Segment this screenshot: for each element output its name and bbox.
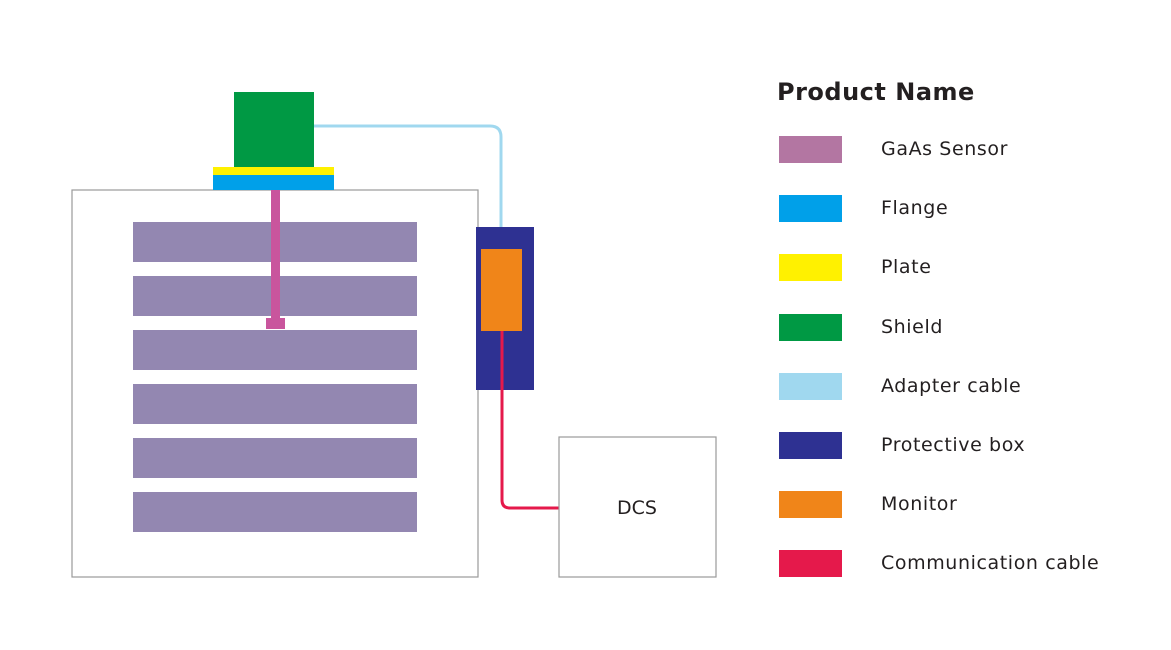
dcs-label: DCS (617, 497, 657, 519)
legend-item-monitor: Monitor (777, 491, 1157, 550)
legend-swatch (779, 431, 842, 459)
legend-item-communication-cable: Communication cable (777, 550, 1157, 609)
communication-cable (500, 331, 559, 510)
legend-item-flange: Flange (777, 195, 1157, 254)
monitor (481, 249, 522, 331)
shield (234, 92, 314, 167)
legend-title: Product Name (777, 78, 975, 106)
legend-label: Communication cable (881, 552, 1100, 575)
legend-label: Monitor (881, 493, 958, 516)
legend-label: Plate (881, 256, 932, 279)
adapter-cable (314, 124, 503, 250)
legend-item-gaas-sensor: GaAs Sensor (777, 136, 1157, 195)
tray (133, 384, 417, 424)
gaas-sensor-tip (266, 318, 285, 329)
legend-item-protective-box: Protective box (777, 431, 1157, 491)
legend-swatch (779, 491, 842, 519)
legend-swatch (779, 313, 842, 341)
legend-item-shield: Shield (777, 313, 1157, 373)
legend-swatch (779, 550, 842, 578)
tray-stack (133, 222, 417, 532)
tray (133, 492, 417, 532)
flange (213, 175, 334, 190)
legend-list: GaAs Sensor Flange Plate Shield Adapter … (777, 136, 1157, 610)
tray (133, 330, 417, 370)
gaas-sensor-rod (271, 188, 280, 320)
legend-label: Protective box (881, 433, 1026, 456)
legend-swatch (779, 136, 842, 163)
legend-swatch (779, 254, 842, 282)
dcs-box (558, 436, 717, 578)
legend-label: Shield (881, 315, 944, 338)
legend-label: GaAs Sensor (881, 138, 1009, 160)
tray (133, 438, 417, 478)
legend-swatch (779, 195, 842, 223)
legend-item-adapter-cable: Adapter cable (777, 372, 1157, 432)
legend: Product Name GaAs Sensor Flange Plate Sh… (777, 74, 1157, 578)
legend-item-plate: Plate (777, 254, 1157, 313)
legend-label: Adapter cable (881, 374, 1022, 397)
plate (213, 167, 334, 175)
legend-swatch (779, 372, 842, 400)
legend-label: Flange (881, 197, 949, 220)
